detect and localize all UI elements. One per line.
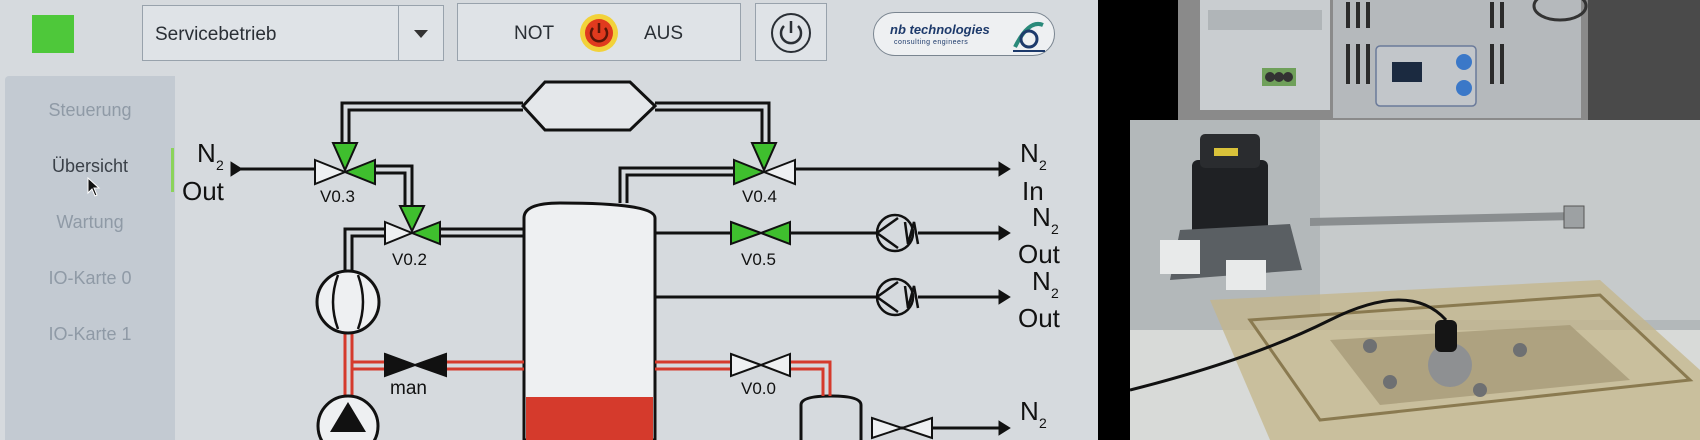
power-icon bbox=[771, 13, 811, 53]
estop-label-aus: AUS bbox=[644, 23, 684, 44]
chevron-down-icon bbox=[414, 30, 428, 38]
sidebar-item-uebersicht[interactable]: Übersicht bbox=[51, 156, 129, 176]
port-n2-out-1-sub: 2 bbox=[1051, 221, 1059, 237]
estop-label-not: NOT bbox=[514, 23, 555, 44]
process-diagram: V0.3 V0.2 V0.4 V0.5 V0.0 man N 2 Out N 2… bbox=[182, 80, 1061, 440]
company-logo: nb technologies consulting engineers bbox=[873, 12, 1055, 56]
port-n2-out-left-sub: 2 bbox=[216, 157, 224, 173]
test-setup-photo bbox=[1130, 120, 1700, 440]
valve-label-v03: V0.3 bbox=[320, 187, 355, 206]
active-nav-indicator bbox=[171, 148, 174, 192]
port-n2-bottom-main: N bbox=[1020, 396, 1039, 426]
mode-select[interactable]: Servicebetrieb bbox=[142, 5, 444, 61]
camera-view-cabinet bbox=[1178, 0, 1700, 120]
valve-label-v05: V0.5 bbox=[741, 250, 776, 269]
valve-label-v02: V0.2 bbox=[392, 250, 427, 269]
valve-label-v00: V0.0 bbox=[741, 379, 776, 398]
port-n2-in-dir: In bbox=[1022, 176, 1044, 206]
port-n2-out-2-main: N bbox=[1032, 266, 1051, 296]
valve-label-v04: V0.4 bbox=[742, 187, 777, 206]
port-n2-out-1-dir: Out bbox=[1018, 239, 1061, 269]
status-indicator bbox=[32, 15, 74, 53]
port-n2-out-left-main: N bbox=[197, 138, 216, 168]
sidebar: Steuerung Übersicht Wartung IO-Karte 0 I… bbox=[5, 76, 175, 440]
sidebar-item-io-karte-0[interactable]: IO-Karte 0 bbox=[48, 268, 132, 288]
port-n2-bottom-sub: 2 bbox=[1039, 415, 1047, 431]
camera-view-test-setup bbox=[1130, 120, 1700, 440]
logo-emblem-icon bbox=[1013, 22, 1045, 52]
mode-select-toggle[interactable] bbox=[398, 6, 443, 60]
sidebar-item-io-karte-1[interactable]: IO-Karte 1 bbox=[48, 324, 132, 344]
hmi-screen: Servicebetrieb NOT AUS nb technologies c… bbox=[0, 0, 1098, 440]
mouse-cursor-icon bbox=[87, 177, 101, 197]
logo-tagline: consulting engineers bbox=[894, 39, 969, 46]
mode-select-value: Servicebetrieb bbox=[155, 24, 277, 45]
port-n2-in-main: N bbox=[1020, 138, 1039, 168]
port-n2-out-left-dir: Out bbox=[182, 176, 225, 206]
port-n2-out-1-main: N bbox=[1032, 202, 1051, 232]
cabinet-photo bbox=[1178, 0, 1700, 120]
sidebar-item-steuerung[interactable]: Steuerung bbox=[48, 100, 132, 120]
sidebar-item-wartung[interactable]: Wartung bbox=[56, 212, 124, 232]
emergency-stop-icon bbox=[580, 14, 618, 52]
valve-label-man: man bbox=[390, 378, 427, 399]
port-n2-out-2-dir: Out bbox=[1018, 303, 1061, 333]
power-button[interactable] bbox=[755, 3, 827, 61]
logo-name: nb technologies bbox=[890, 22, 990, 37]
emergency-stop-button[interactable]: NOT AUS bbox=[457, 3, 741, 61]
port-n2-in-sub: 2 bbox=[1039, 157, 1047, 173]
port-n2-out-2-sub: 2 bbox=[1051, 285, 1059, 301]
